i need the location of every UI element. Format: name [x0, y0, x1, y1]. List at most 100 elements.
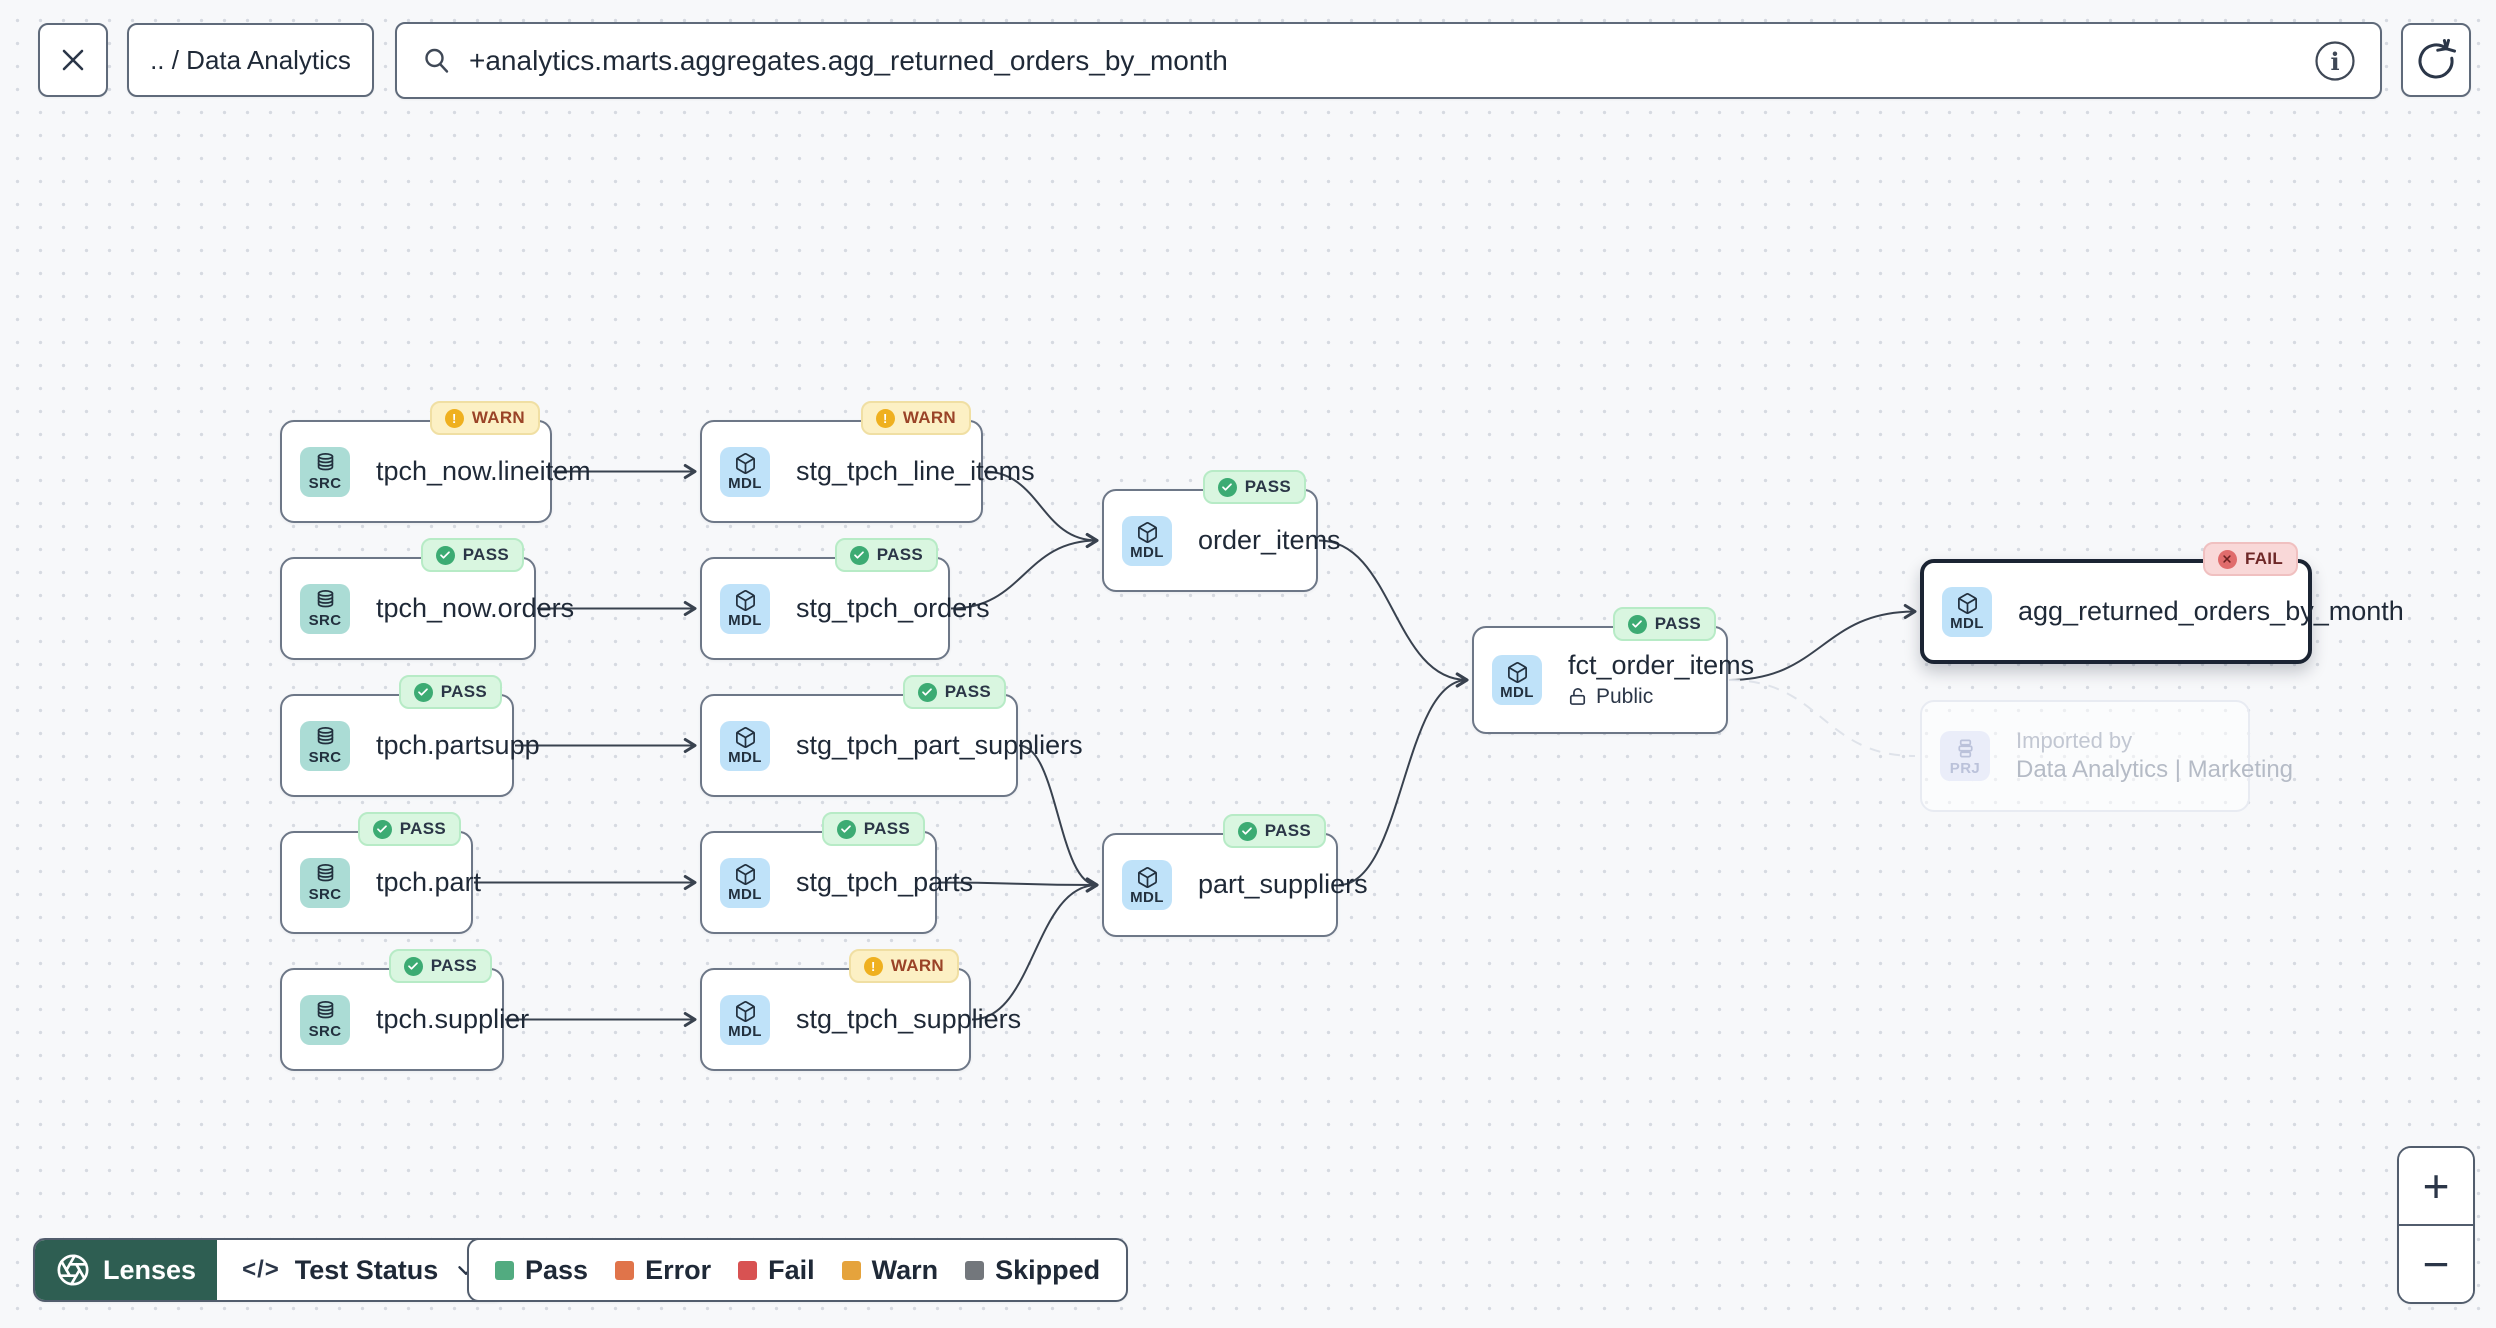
- project-icon: [1957, 738, 1973, 758]
- status-badge-pass: PASS: [357, 812, 461, 846]
- unlock-icon: [1569, 688, 1586, 706]
- mdl-chip: MDL: [720, 857, 770, 908]
- node-label: tpch.part: [376, 866, 482, 897]
- status-badge-pass: PASS: [1202, 470, 1306, 504]
- node-label: tpch_now.orders: [376, 592, 575, 623]
- mdl-chip: MDL: [720, 583, 770, 634]
- mdl-chip: MDL: [720, 994, 770, 1045]
- status-dot: [2217, 549, 2237, 569]
- legend-label: Pass: [525, 1254, 589, 1285]
- legend-label: Fail: [768, 1254, 815, 1285]
- search-bar[interactable]: i: [395, 22, 2382, 99]
- cube-icon: [735, 727, 755, 749]
- node-sublabel: Public: [1568, 683, 1754, 710]
- node-kind-label: SRC: [308, 475, 342, 492]
- breadcrumb[interactable]: .. / Data Analytics: [127, 23, 374, 97]
- search-icon: [425, 48, 449, 73]
- refresh-button[interactable]: [2401, 23, 2471, 97]
- node-kind-label: MDL: [1950, 615, 1984, 632]
- mdl-chip: MDL: [720, 446, 770, 497]
- legend-swatch: [615, 1260, 635, 1280]
- database-icon: [317, 864, 333, 882]
- refresh-icon: [2418, 38, 2456, 79]
- node-label: tpch.supplier: [376, 1003, 530, 1034]
- cube-icon: [1507, 661, 1527, 683]
- zoom-in-button[interactable]: +: [2399, 1148, 2473, 1226]
- src-chip: SRC: [300, 720, 350, 771]
- close-button[interactable]: [38, 23, 108, 97]
- prj-chip: PRJ: [1940, 731, 1990, 781]
- database-icon: [317, 727, 333, 745]
- status-dot: [372, 819, 392, 839]
- status-badge-warn: !WARN: [860, 401, 971, 435]
- svg-text:i: i: [2330, 47, 2339, 76]
- mdl-chip: MDL: [1122, 860, 1172, 910]
- node-kind-label: MDL: [1130, 544, 1164, 561]
- edge-stg_tpch_line_items-to-order_items: [983, 470, 1099, 548]
- node-tpch_supplier[interactable]: SRC tpch.supplier PASS: [280, 949, 529, 1071]
- search-input[interactable]: [469, 44, 2310, 77]
- legend-label: Warn: [871, 1254, 939, 1285]
- lenses-control: Lenses </> Test Status: [33, 1238, 507, 1302]
- edge-order_items-to-fct_order_items: [1318, 539, 1469, 688]
- mdl-chip: MDL: [1492, 655, 1542, 705]
- legend-label: Error: [645, 1254, 712, 1285]
- legend-swatch: [965, 1260, 985, 1280]
- node-kind-label: SRC: [308, 612, 342, 629]
- node-label: part_suppliers: [1198, 869, 1368, 900]
- edge-stg_tpch_orders-to-order_items: [950, 533, 1099, 610]
- status-dot: [403, 956, 423, 976]
- zoom-out-button[interactable]: −: [2399, 1226, 2473, 1302]
- status-dot: !: [444, 408, 464, 428]
- status-badge-warn: !WARN: [848, 949, 959, 983]
- edge-fct_order_items-to-imported_by: [1728, 679, 1916, 757]
- status-badge-pass: PASS: [388, 949, 492, 983]
- legend-swatch: [738, 1260, 758, 1280]
- lenses-label: Lenses: [103, 1254, 197, 1285]
- node-label: tpch_now.lineitem: [376, 455, 591, 486]
- legend-item-pass: Pass: [495, 1255, 588, 1286]
- src-chip: SRC: [300, 583, 350, 634]
- cube-icon: [735, 453, 755, 475]
- status-dot: [413, 682, 433, 702]
- status-badge-pass: PASS: [834, 538, 938, 572]
- status-dot: [1627, 614, 1647, 634]
- status-badge-pass: PASS: [902, 675, 1006, 709]
- legend-item-error: Error: [615, 1255, 711, 1286]
- src-chip: SRC: [300, 994, 350, 1045]
- edge-stg_tpch_part_suppliers-to-part_suppliers: [1018, 744, 1099, 893]
- node-kind-label: MDL: [728, 612, 762, 629]
- edge-stg_tpch_parts-to-part_suppliers: [937, 877, 1099, 893]
- lens-selector[interactable]: </> Test Status: [217, 1240, 504, 1300]
- database-icon: [317, 1001, 333, 1019]
- status-dot: [1237, 821, 1257, 841]
- status-badge-fail: FAIL: [2202, 542, 2298, 576]
- node-kind-label: MDL: [728, 749, 762, 766]
- zoom-control: + −: [2397, 1146, 2475, 1304]
- node-kind-label: MDL: [1500, 683, 1534, 701]
- mdl-chip: MDL: [1122, 515, 1172, 566]
- cube-icon: [735, 864, 755, 886]
- cube-icon: [1137, 522, 1157, 544]
- close-icon: [62, 49, 84, 71]
- legend-label: Skipped: [995, 1254, 1101, 1285]
- info-icon[interactable]: i: [2314, 40, 2356, 82]
- lenses-button[interactable]: Lenses: [35, 1240, 218, 1300]
- lens-selected-label: Test Status: [294, 1254, 439, 1285]
- node-kind-label: PRJ: [1949, 759, 1981, 777]
